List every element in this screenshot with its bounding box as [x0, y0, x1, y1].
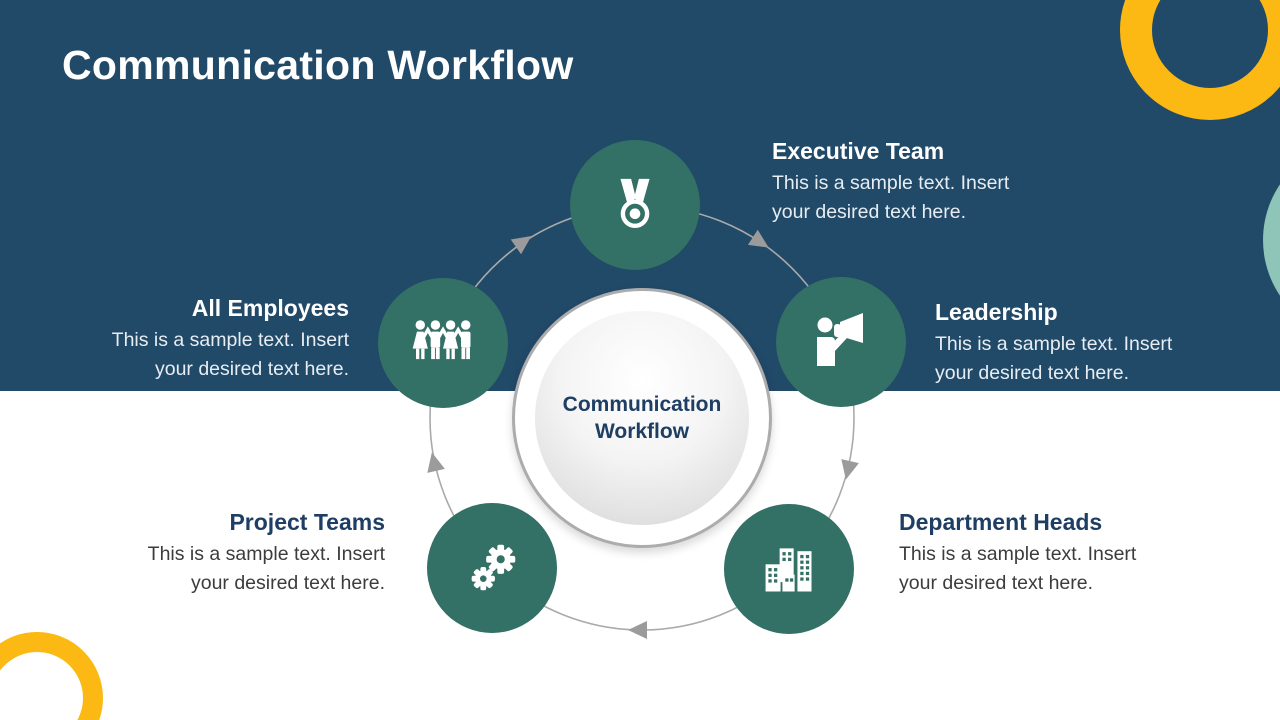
center-label-line1: Communication	[562, 393, 722, 416]
node-description: This is a sample text. Insert your desir…	[899, 543, 1137, 594]
gears-icon	[471, 544, 516, 591]
node-label: Leadership	[935, 299, 1058, 325]
medal-icon	[620, 178, 650, 229]
node-department-heads	[724, 504, 854, 634]
node-leadership	[776, 277, 906, 407]
label-block-all-employees: All Employees This is a sample text. Ins…	[59, 293, 349, 383]
people-icon	[412, 320, 471, 360]
slide-title: Communication Workflow	[62, 42, 574, 88]
megaphone-icon	[817, 313, 863, 366]
label-block-executive-team: Executive Team This is a sample text. In…	[772, 136, 1082, 226]
center-label-line2: Workflow	[594, 420, 690, 443]
flow-arrow-icon	[628, 621, 647, 639]
label-block-department-heads: Department Heads This is a sample text. …	[899, 507, 1209, 597]
flow-arrow-icon	[427, 452, 445, 473]
node-description: This is a sample text. Insert your desir…	[935, 333, 1173, 384]
node-label: Project Teams	[229, 509, 385, 535]
node-executive-team	[570, 140, 700, 270]
flow-arrow-icon	[747, 229, 769, 248]
node-description: This is a sample text. Insert your desir…	[147, 543, 385, 594]
center-hub-label: Communication Workflow	[512, 288, 772, 548]
flow-arrow-icon	[841, 459, 859, 480]
label-block-leadership: Leadership This is a sample text. Insert…	[935, 297, 1245, 387]
buildings-icon	[765, 548, 812, 592]
node-description: This is a sample text. Insert your desir…	[772, 172, 1010, 223]
center-hub-sphere	[535, 311, 749, 525]
node-label: Executive Team	[772, 138, 945, 164]
node-description: This is a sample text. Insert your desir…	[111, 329, 349, 380]
node-label: All Employees	[191, 295, 349, 321]
flow-arrow-icon	[510, 235, 532, 255]
node-label: Department Heads	[899, 509, 1103, 535]
node-project-teams	[427, 503, 557, 633]
label-block-project-teams: Project Teams This is a sample text. Ins…	[95, 507, 385, 597]
node-all-employees	[378, 278, 508, 408]
